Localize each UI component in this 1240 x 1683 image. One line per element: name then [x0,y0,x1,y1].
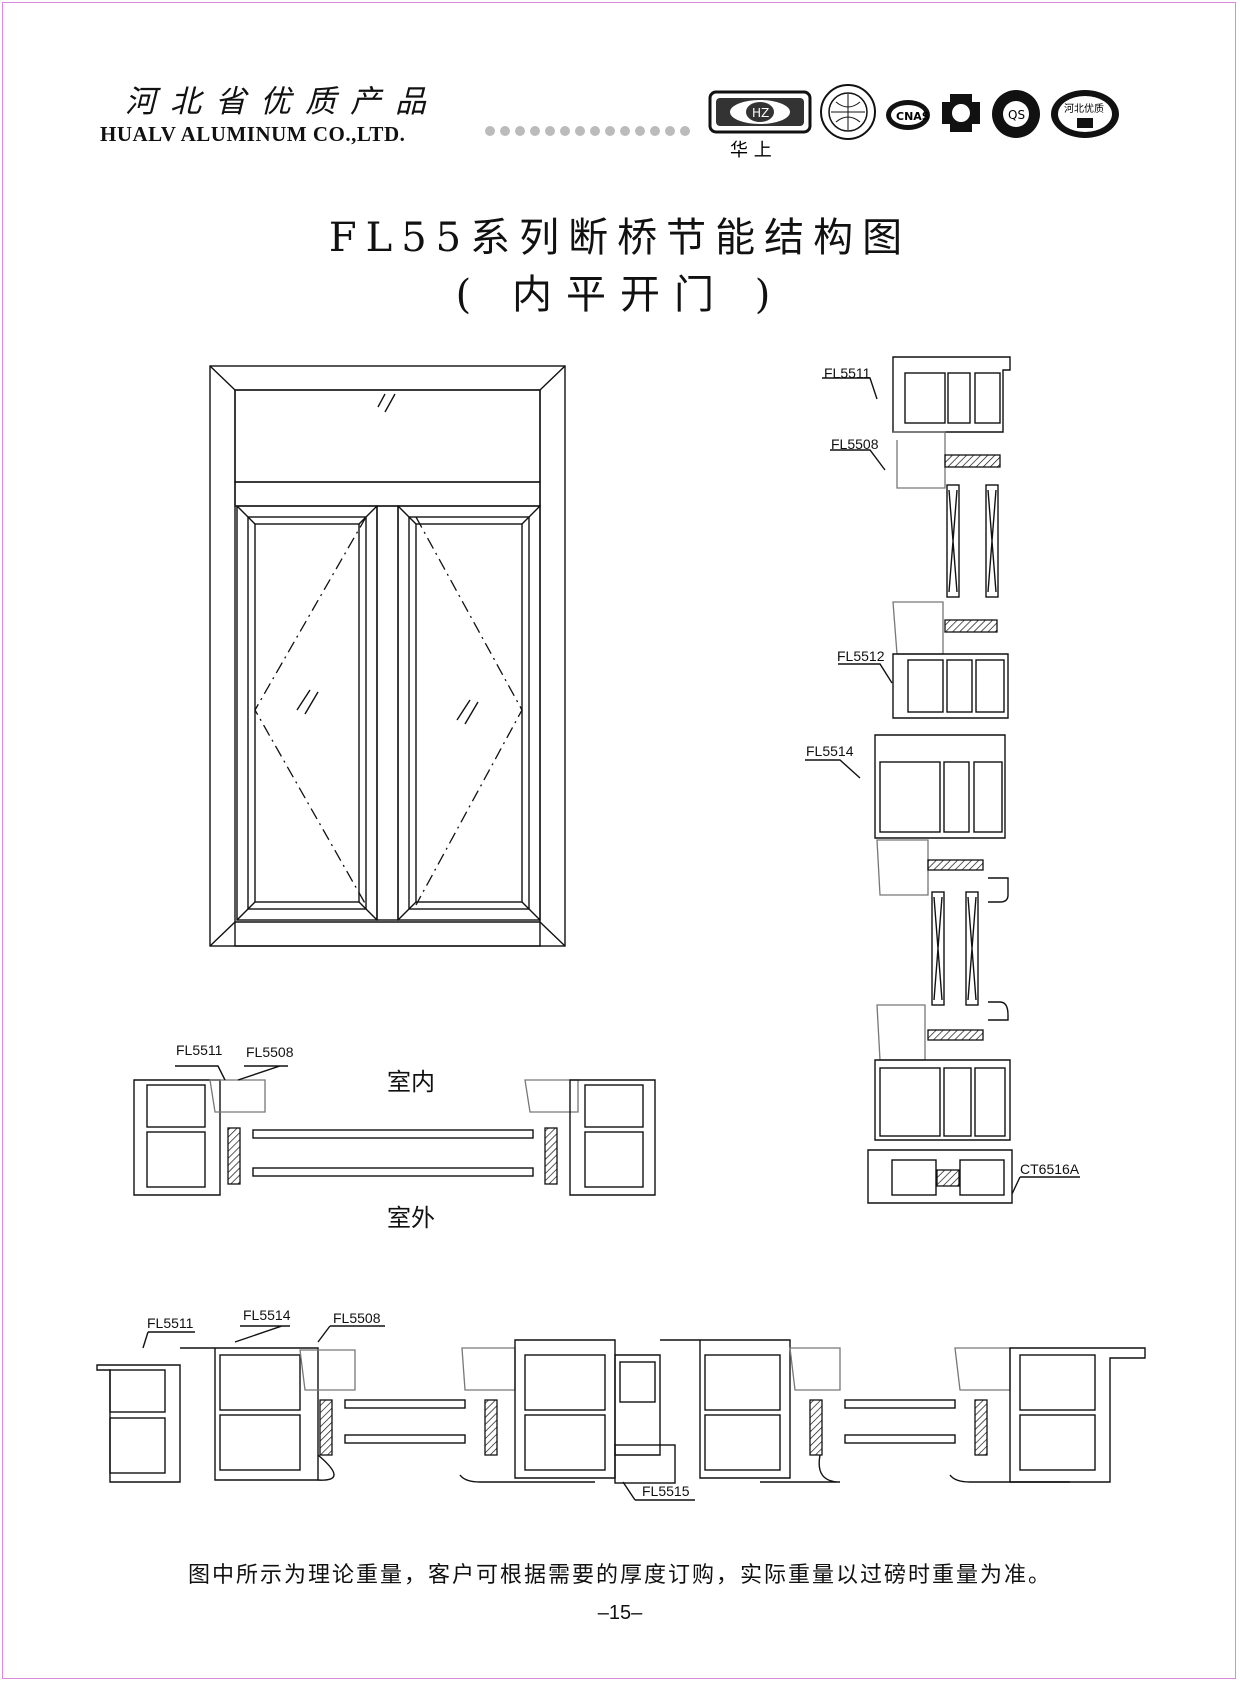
svg-text:HZ: HZ [752,106,769,120]
label-indoor: 室内 [387,1068,435,1096]
horizontal-section [133,1065,656,1196]
brand-cn: 华 上 [730,140,772,161]
label-v-fl5508: FL5508 [831,436,879,452]
label-v-fl5512: FL5512 [837,648,885,664]
logo-strip: HZ 华 上 CNAS QS 河北优质 [700,82,1140,162]
header-cn-title: 河北省优质产品 [125,84,440,120]
label-b-fl5511: FL5511 [147,1315,194,1331]
globe-seal-icon [820,84,876,140]
hebei-quality-seal-icon: 河北优质 [1051,90,1119,138]
certification-mark-icon [942,94,980,132]
label-v-fl5511: FL5511 [824,365,871,381]
svg-text:QS: QS [1008,108,1025,122]
svg-text:CNAS: CNAS [896,110,930,123]
door-elevation [209,365,566,947]
page-title: FL55系列断桥节能结构图 [328,215,912,261]
footer-note: 图中所示为理论重量，客户可根据需要的厚度订购，实际重量以过磅时重量为准。 [187,1563,1052,1588]
label-h-fl5511: FL5511 [176,1042,223,1058]
label-b-fl5514: FL5514 [243,1307,291,1323]
label-h-fl5508: FL5508 [246,1044,294,1060]
quality-seal-icon: QS [992,90,1040,138]
label-outdoor: 室外 [387,1204,435,1232]
page-number: –15– [597,1602,643,1624]
label-v-ct6516a: CT6516A [1020,1161,1080,1177]
label-b-fl5508: FL5508 [333,1310,381,1326]
vertical-section [805,356,1080,1204]
hualv-logo-icon: HZ [708,90,812,134]
label-b-fl5515: FL5515 [642,1483,690,1499]
bottom-section [96,1325,1146,1501]
svg-text:河北优质: 河北优质 [1064,102,1104,115]
dot-leader [485,126,690,136]
label-v-fl5514: FL5514 [806,743,854,759]
cnas-mark-icon: CNAS [886,100,930,130]
company-name: HUALV ALUMINUM CO.,LTD. [100,122,406,146]
page-subtitle: ( 内平开门 ) [455,272,785,318]
